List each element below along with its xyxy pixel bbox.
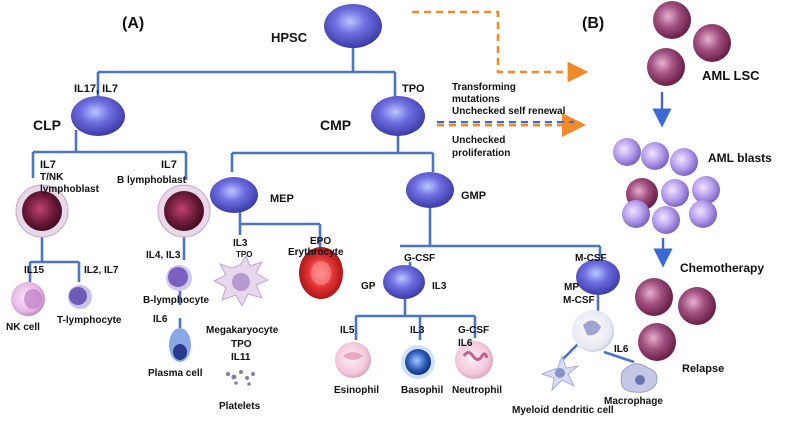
gcsf-top-label: G-CSF: [404, 253, 435, 264]
mep-label: MEP: [270, 193, 294, 205]
nk-cell-label: NK cell: [6, 322, 40, 333]
cmp-cell: [371, 96, 425, 136]
gmp-cell: [406, 172, 454, 208]
megakaryocyte-label: Megakaryocyte: [206, 325, 279, 336]
mp-label: MP: [564, 282, 579, 293]
nk-cell: [11, 282, 45, 316]
myeloid-dendritic-label: Myeloid dendritic cell: [512, 405, 614, 416]
eosinophil-cell: [335, 342, 371, 378]
chemotherapy-label: Chemotherapy: [680, 261, 764, 275]
il3-gp-label: IL3: [432, 281, 447, 292]
b-lymphocyte-cell: [166, 265, 192, 291]
il6-mono-label: IL6: [614, 344, 629, 355]
gmp-label: GMP: [461, 190, 486, 202]
gp-cell: [383, 265, 425, 299]
aml-blasts-label: AML blasts: [708, 151, 772, 165]
plasma-cell: [169, 328, 191, 362]
il17-il7-label: IL17, IL7: [74, 83, 118, 95]
aml-blasts-cells: [613, 138, 720, 234]
clp-cell: [71, 96, 125, 136]
il4-il3-label: IL4, IL3: [146, 250, 181, 261]
platelets-cells: [226, 370, 255, 386]
t-lymphocyte-label: T-lymphocyte: [57, 315, 122, 326]
tnk-label-line1: T/NK: [40, 172, 64, 183]
il11-label: IL11: [231, 352, 251, 363]
gp-label: GP: [361, 281, 376, 292]
myeloid-dendritic-cell: [540, 354, 580, 392]
relapse-cells: [635, 278, 716, 361]
transform-label-line2: mutations: [452, 94, 500, 105]
il3-baso-label: IL3: [410, 325, 425, 336]
il6-b-label: IL6: [153, 314, 168, 325]
neutrophil-label: Neutrophil: [452, 385, 502, 396]
macrophage-label: Macrophage: [604, 396, 663, 407]
lineage-connectors: [28, 48, 635, 364]
mp-cell: [576, 259, 620, 295]
b-lymphocyte-label: B-lymphocyte: [143, 295, 210, 306]
clp-left-il7-label: IL7: [40, 159, 56, 171]
tnk-lymphoblast-cell: [15, 184, 69, 238]
tnk-label-line2: lymphoblast: [40, 184, 100, 195]
erythrocyte-label: Erythrocyte: [288, 247, 344, 258]
relapse-label: Relapse: [682, 363, 724, 375]
tpo-mep-label: TPO: [236, 250, 252, 259]
aml-lsc-label: AML LSC: [702, 68, 760, 83]
epo-label: EPO: [310, 236, 331, 247]
clp-right-il7-label: IL7: [161, 159, 177, 171]
clp-label: CLP: [33, 117, 61, 133]
monocyte-cell: [572, 310, 614, 352]
basophil-label: Basophil: [401, 385, 443, 396]
gcsf-neut-label: G-CSF: [458, 325, 489, 336]
il6-neut-label: IL6: [458, 338, 473, 349]
eosinophil-label: Esinophil: [334, 385, 379, 396]
cmp-label: CMP: [320, 117, 351, 133]
panel-b-title: (B): [582, 15, 604, 32]
t-lymphocyte-cell: [68, 285, 92, 309]
il3-mep-label: IL3: [233, 238, 248, 249]
il15-label: IL15: [24, 265, 44, 276]
mcsf-top-label: M-CSF: [575, 253, 607, 264]
proliferation-label-line1: Unchecked: [452, 135, 505, 146]
macrophage-cell: [620, 363, 658, 393]
b-lymphoblast-cell: [157, 184, 211, 238]
platelets-label: Platelets: [219, 401, 261, 412]
tpo-mk-label: TPO: [231, 339, 252, 350]
panel-a-title: (A): [122, 15, 144, 32]
hpsc-label: HPSC: [271, 30, 308, 45]
il2-il7-label: IL2, IL7: [84, 265, 119, 276]
hpsc-cell: [324, 4, 382, 48]
proliferation-label-line2: proliferation: [452, 148, 510, 159]
tpo-top-label: TPO: [402, 83, 425, 95]
transform-label-line1: Transforming: [452, 82, 516, 93]
aml-lsc-cells: [647, 1, 731, 86]
basophil-cell: [401, 345, 435, 379]
transforming-arrow: [412, 10, 589, 83]
proliferation-arrow: [437, 113, 586, 137]
mcsf-mp-label: M-CSF: [563, 295, 595, 306]
megakaryocyte-cell: [212, 254, 270, 308]
plasma-cell-label: Plasma cell: [148, 368, 203, 379]
b-lymphoblast-label: B lymphoblast: [117, 175, 187, 186]
mep-cell: [210, 177, 258, 213]
il5-label: IL5: [340, 325, 355, 336]
neutrophil-cell: [455, 341, 493, 379]
erythrocyte-cell: [299, 247, 343, 299]
transform-label-line3: Unchecked self renewal: [452, 106, 566, 117]
